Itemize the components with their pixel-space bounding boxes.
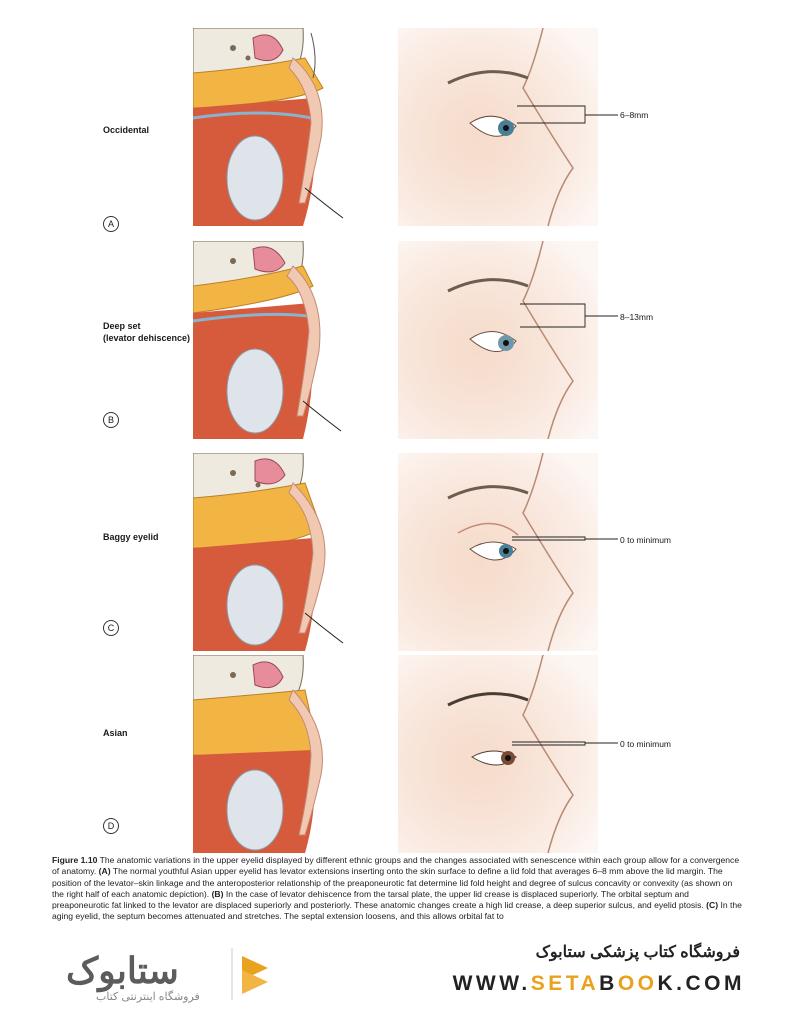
- caption-ref-c: (C): [706, 900, 719, 911]
- caption-intro: The anatomic variations in the upper eye…: [52, 855, 740, 877]
- panel-letter: A: [103, 216, 119, 232]
- eyelid-cross-section-illustration: [193, 453, 358, 651]
- url-part: SETA: [530, 972, 600, 995]
- panel-label: Baggy eyelid: [103, 532, 159, 542]
- panel-letter: D: [103, 818, 119, 834]
- measurement-label: 0 to minimum: [620, 739, 672, 749]
- figure-caption: Figure 1.10 The anatomic variations in t…: [52, 855, 742, 929]
- figure-panel-d: Asian D 0 to minimum: [0, 655, 789, 855]
- store-logo-text: ستابوک: [66, 950, 179, 991]
- figure-panel-a: Occidental A 6–8mm: [0, 28, 789, 232]
- url-part: B: [599, 972, 618, 995]
- measurement-indicators: [512, 105, 618, 746]
- store-name: فروشگاه کتاب پزشکی ستابوک: [535, 944, 740, 961]
- panel-label: Deep set (levator dehiscence): [103, 321, 191, 343]
- measurement-label: 6–8mm: [620, 110, 649, 120]
- url-part: OO: [617, 972, 658, 995]
- store-banner: [0, 930, 789, 1010]
- url-part: WWW.: [452, 972, 531, 995]
- caption-ref-a: (A): [98, 866, 111, 877]
- caption-ref-b: (B): [211, 888, 224, 899]
- eyelid-cross-section-illustration: [193, 28, 358, 226]
- caption-text-a: The normal youthful Asian upper eyelid h…: [52, 866, 733, 899]
- eye-profile-illustration: [398, 241, 598, 439]
- panel-label: Asian: [103, 728, 128, 738]
- panel-letter: C: [103, 620, 119, 636]
- measurement-label: 0 to minimum: [620, 535, 672, 545]
- store-logo-subtitle: فروشگاه اینترنتی کتاب: [96, 991, 200, 1003]
- caption-text-c: In the aging eyelid, the septum becomes …: [52, 900, 742, 922]
- panel-label: Occidental: [103, 125, 150, 135]
- figure-panel-c: Baggy eyelid C 0 to minimum: [0, 453, 789, 653]
- figure-panel-b: Deep set (levator dehiscence) B 8–13mm: [0, 241, 789, 441]
- store-url[interactable]: WWW.SETABOOK.COM: [405, 972, 745, 996]
- figure-label: Figure 1.10: [52, 855, 98, 865]
- caption-text-b: In the case of levator dehiscence from t…: [52, 888, 707, 911]
- eyelid-cross-section-illustration: [193, 655, 358, 853]
- eyelid-cross-section-illustration: [193, 241, 358, 439]
- url-part: .COM: [676, 972, 745, 995]
- eye-profile-illustration: [398, 655, 598, 853]
- panel-letter: B: [103, 412, 119, 428]
- measurement-label: 8–13mm: [620, 312, 654, 322]
- eye-profile-illustration: [398, 453, 598, 651]
- chevron-logo-icon: [231, 948, 268, 1000]
- eye-profile-illustration: [398, 28, 598, 226]
- url-part: K: [657, 972, 677, 995]
